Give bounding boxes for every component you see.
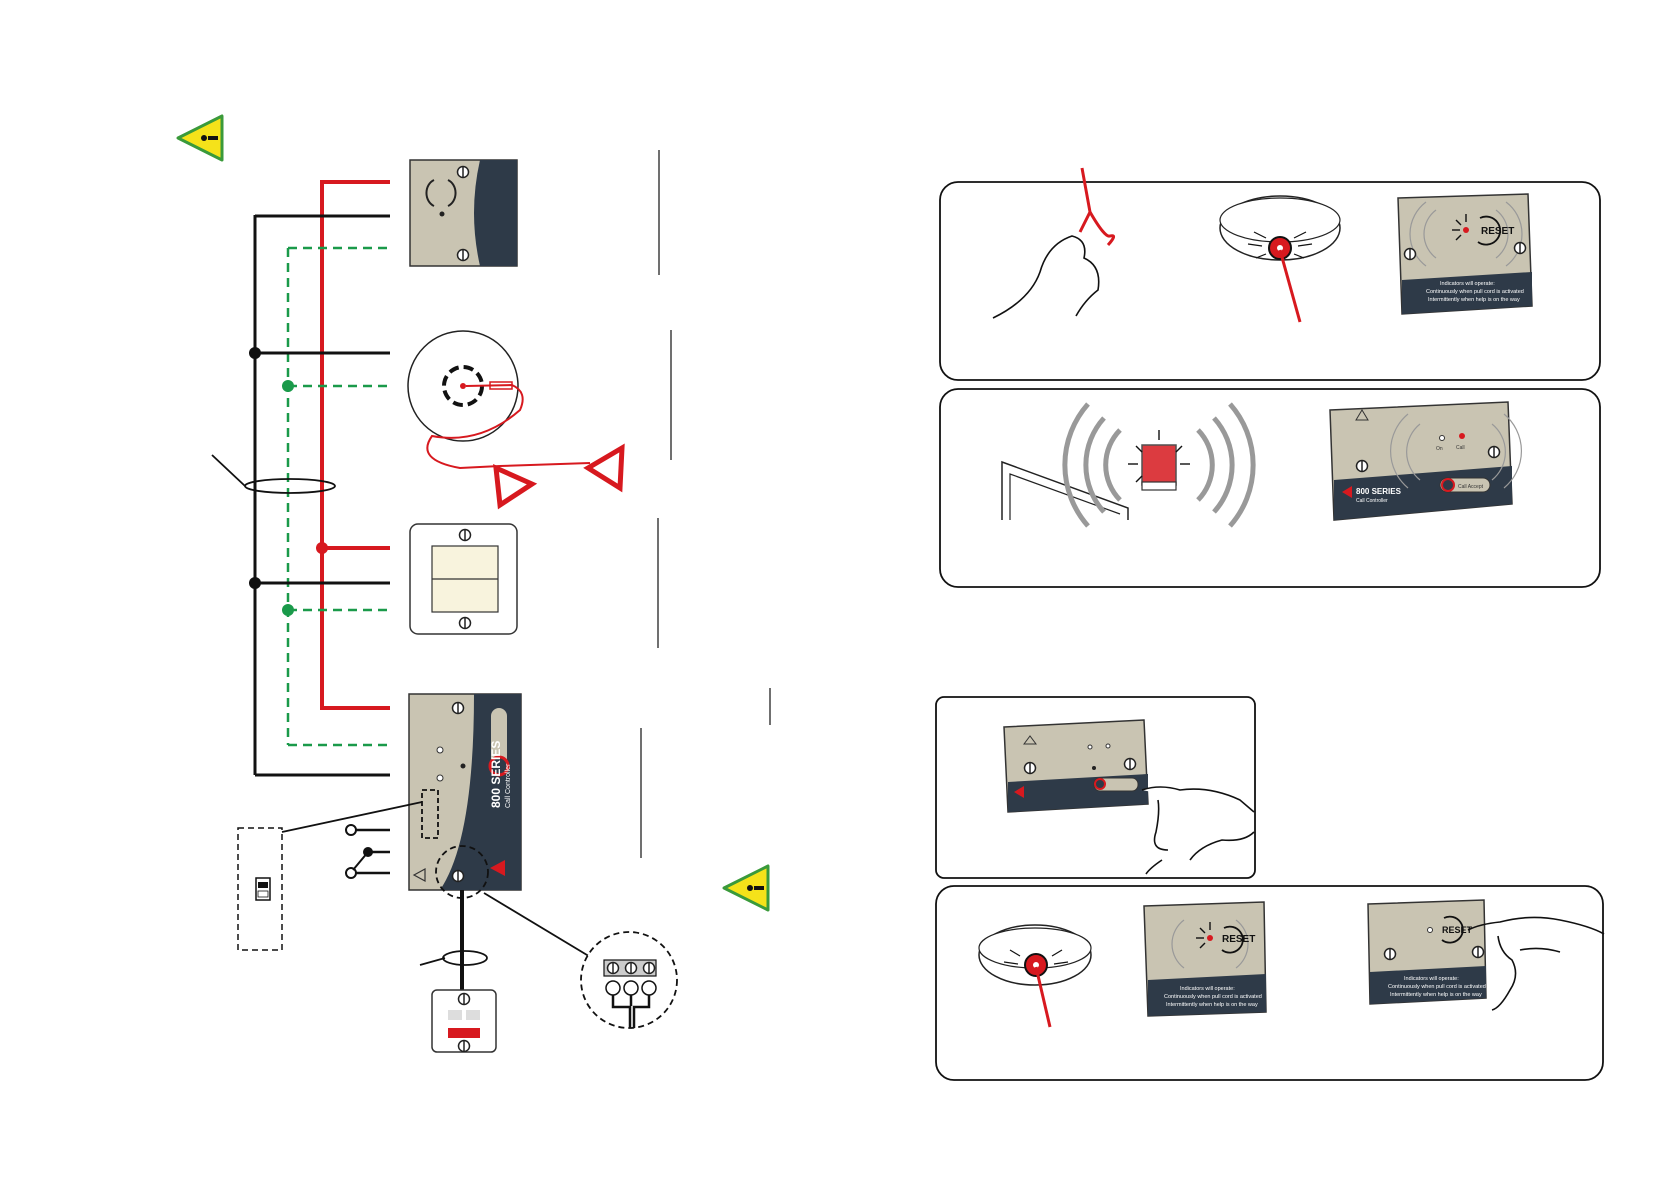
fused-spur-device — [431, 989, 497, 1053]
reset-indicator-panel: RESET Indicators will operate: Continuou… — [1367, 899, 1605, 1011]
controller-subtitle-text: Call Controller — [505, 763, 512, 808]
panel-subtitle-text: Call Controller — [1356, 498, 1388, 504]
controller-brand-text: 800 SERIES — [489, 741, 503, 808]
warning-icon — [176, 114, 224, 162]
mains-terminal-block — [580, 931, 678, 1029]
reset-label: RESET — [1481, 226, 1514, 237]
reset-text-line1: Indicators will operate: — [1180, 986, 1235, 992]
reset-indicator-panel: RESET Indicators will operate: Continuou… — [1143, 901, 1267, 1017]
led-call-label: Call — [1456, 445, 1465, 451]
finger-press-icon — [1141, 786, 1255, 875]
reset-text-line1: Indicators will operate: — [1440, 281, 1495, 287]
panel-alarm: On Call Call Accept 800 SERIES Call Cont… — [939, 388, 1601, 588]
red-bus-wire — [320, 180, 390, 710]
relay-contacts — [345, 824, 390, 879]
panel-brand-text: 800 SERIES — [1356, 487, 1402, 496]
panel-reset: RESET Indicators will operate: Continuou… — [935, 885, 1605, 1081]
ceiling-pull-switch — [407, 330, 625, 510]
finger-press-icon — [1467, 916, 1605, 1011]
reset-text-line1: Indicators will operate: — [1404, 976, 1459, 982]
reset-label: RESET — [1222, 934, 1255, 945]
call-accept-label: Call Accept — [1458, 484, 1484, 490]
panel-accept-call — [935, 696, 1256, 879]
led-on-label: On — [1436, 446, 1443, 452]
reset-label: RESET — [1442, 925, 1473, 935]
rocker-switch-device — [409, 523, 518, 635]
speaker-waves-icon — [1062, 402, 1256, 528]
warning-icon — [722, 864, 770, 912]
finger-press-icon — [992, 167, 1115, 319]
pull-cord-icon — [1219, 195, 1341, 323]
reset-text-line3: Intermittently when help is on the way — [1390, 992, 1482, 998]
dip-switch-detail — [237, 801, 423, 951]
reset-text-line2: Continuously when pull cord is activated — [1388, 984, 1486, 990]
panel-activation: RESET Indicators will operate: Continuou… — [939, 167, 1601, 381]
reset-indicator-panel: RESET Indicators will operate: Continuou… — [1397, 193, 1533, 315]
reset-text-line2: Continuously when pull cord is activated — [1164, 994, 1262, 1000]
call-controller-device: 800 SERIES Call Controller — [408, 693, 522, 891]
reset-text-line3: Intermittently when help is on the way — [1166, 1002, 1258, 1008]
call-controller-panel: On Call Call Accept 800 SERIES Call Cont… — [1329, 401, 1522, 521]
call-point-device — [409, 159, 518, 267]
pull-cord-icon — [978, 924, 1092, 1028]
reset-text-line3: Intermittently when help is on the way — [1428, 297, 1520, 303]
reset-text-line2: Continuously when pull cord is activated — [1426, 289, 1524, 295]
